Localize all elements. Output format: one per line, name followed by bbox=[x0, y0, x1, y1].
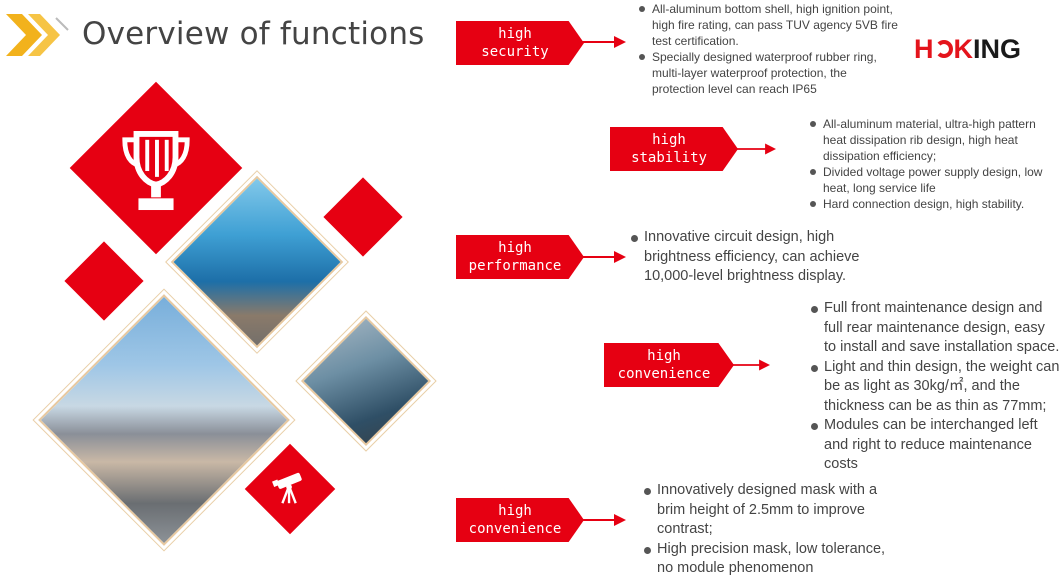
page-title: Overview of functions bbox=[82, 16, 425, 52]
whale-screen-photo bbox=[300, 315, 432, 447]
desc-high-stability: All-aluminum material, ultra-high patter… bbox=[809, 116, 1057, 212]
accent-tile-left bbox=[64, 241, 144, 321]
bullet-item: All-aluminum material, ultra-high patter… bbox=[809, 116, 1057, 164]
arrow-icon bbox=[582, 251, 626, 263]
bullet-item: Hard connection design, high stability. bbox=[809, 196, 1057, 212]
bullet-item: Innovatively designed mask with a brim h… bbox=[643, 481, 893, 540]
bullet-item: Divided voltage power supply design, low… bbox=[809, 164, 1057, 196]
bullet-item: Modules can be interchanged left and rig… bbox=[810, 416, 1060, 475]
arrow-icon bbox=[730, 359, 770, 371]
telescope-icon bbox=[272, 472, 302, 504]
chevron-arrows-icon bbox=[6, 14, 69, 56]
desc-high-convenience: Full front maintenance design and full r… bbox=[810, 299, 1060, 475]
bullet-item: Innovative circuit design, high brightne… bbox=[630, 228, 870, 287]
desc-high-convenience-mask: Innovatively designed mask with a brim h… bbox=[643, 481, 893, 579]
arrow-icon bbox=[582, 36, 626, 48]
bullet-item: Specially designed waterproof rubber rin… bbox=[638, 49, 898, 97]
bullet-item: Full front maintenance design and full r… bbox=[810, 299, 1060, 358]
desc-high-security: All-aluminum bottom shell, high ignition… bbox=[638, 1, 898, 97]
arrow-icon bbox=[736, 143, 776, 155]
desc-high-performance: Innovative circuit design, high brightne… bbox=[630, 228, 870, 287]
trophy-icon bbox=[122, 131, 190, 211]
arrow-icon bbox=[582, 514, 626, 526]
bullet-item: All-aluminum bottom shell, high ignition… bbox=[638, 1, 898, 49]
bullet-item: Light and thin design, the weight can be… bbox=[810, 358, 1060, 417]
accent-tile-right bbox=[323, 177, 403, 257]
bullet-item: High precision mask, low tolerance, no m… bbox=[643, 540, 893, 579]
